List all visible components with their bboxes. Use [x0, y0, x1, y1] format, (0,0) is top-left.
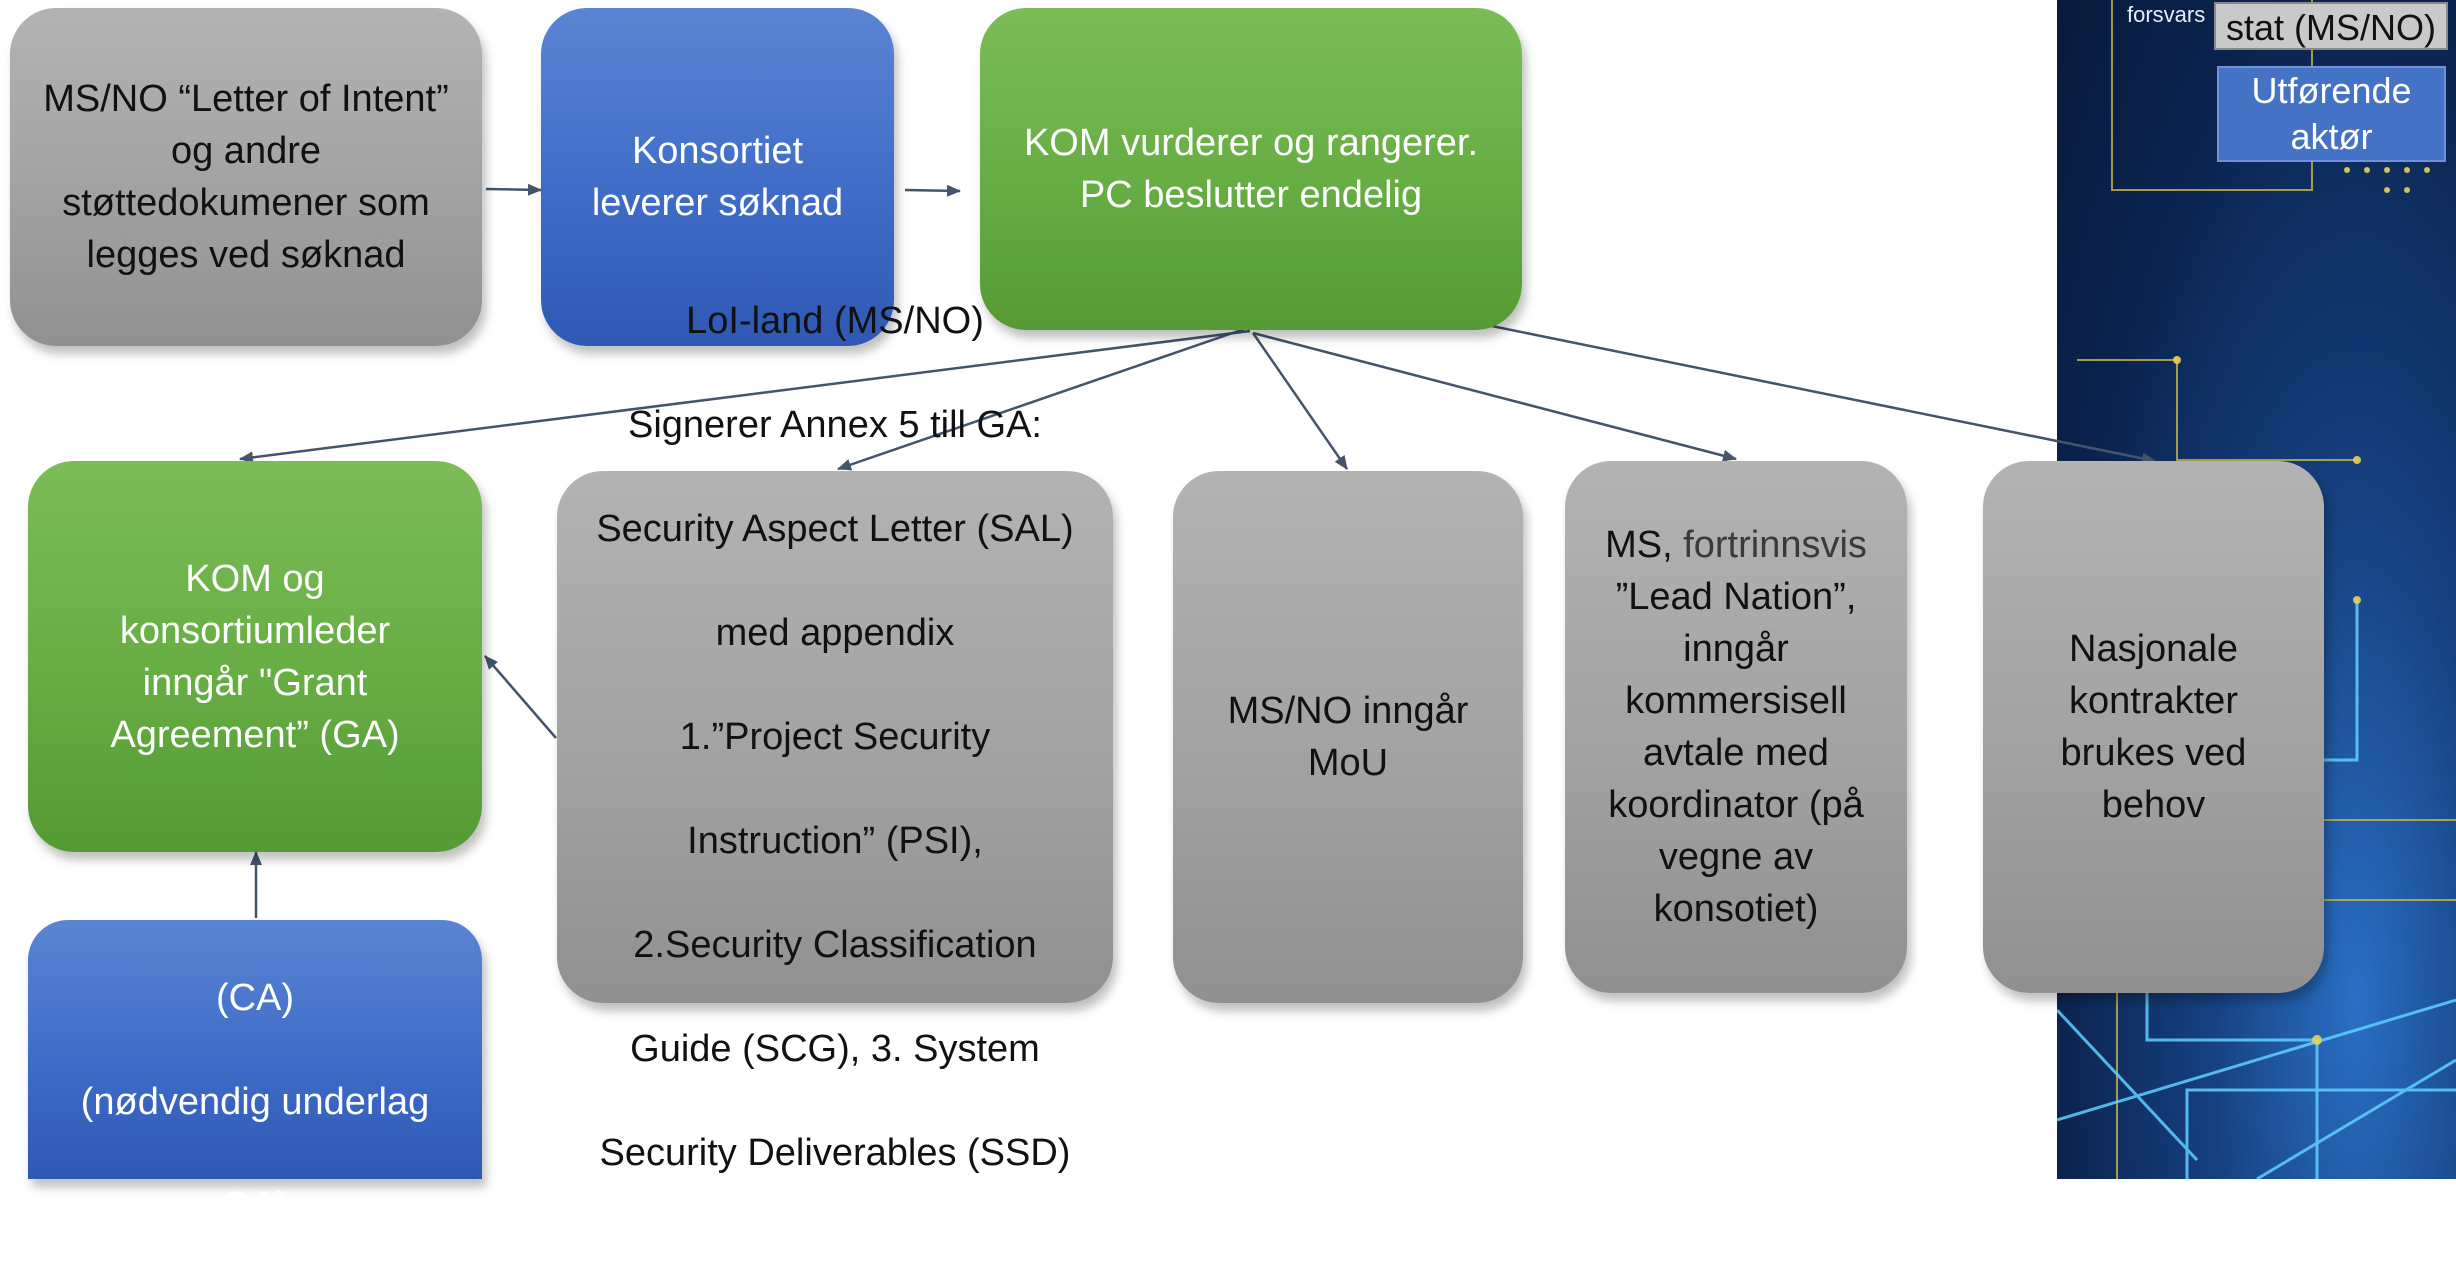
arrow-kom-to-national — [1481, 322, 2156, 465]
mou-text: MS/NO inngår MoU — [1227, 690, 1469, 784]
loi-country-line: 2.Security Classification — [633, 924, 1037, 966]
loi-country-box: LoI-land (MS/NO) Signerer Annex 5 till G… — [557, 300, 1113, 1174]
consortium-agreement-line: (nødvendig underlag — [80, 1080, 430, 1123]
lead-nation-prefix: MS, — [1605, 524, 1684, 566]
consortium-submits-box: Konsortiet leverer søknad — [541, 8, 894, 346]
consortium-agreement-text: Consortium Agreement (CA) (nødvendig und… — [61, 816, 450, 1284]
national-contracts-text: Nasjonale kontrakter brukes ved behov — [2060, 628, 2247, 826]
loi-country-line: Instruction” (PSI), — [687, 820, 983, 862]
national-contracts-box: Nasjonale kontrakter brukes ved behov — [1983, 461, 2324, 993]
arrow-kom-to-mou — [1251, 332, 1349, 470]
kom-evaluates-box: KOM vurderer og rangerer. PC beslutter e… — [980, 8, 1522, 330]
mou-box: MS/NO inngår MoU — [1173, 471, 1523, 1003]
arrow-loi-to-consortium — [485, 183, 542, 196]
loi-country-line: Security Deliverables (SSD) — [599, 1132, 1071, 1174]
arrow-kom-to-lead-nation — [1252, 331, 1737, 462]
kom-evaluates-text: KOM vurderer og rangerer. PC beslutter e… — [1023, 122, 1479, 216]
consortium-agreement-box: Consortium Agreement (CA) (nødvendig und… — [28, 873, 482, 1227]
loi-country-line: 1.”Project Security — [679, 716, 991, 758]
consortium-agreement-line: (CA) — [215, 976, 295, 1019]
loi-country-line: Guide (SCG), 3. System — [630, 1028, 1040, 1070]
loi-documents-box: MS/NO “Letter of Intent” og andre støtte… — [10, 8, 482, 346]
lead-nation-text: MS, fortrinnsvis ”Lead Nation”, inngår k… — [1595, 467, 1877, 987]
arrow-consortium-to-kom — [904, 184, 961, 197]
loi-documents-text: MS/NO “Letter of Intent” og andre støtte… — [43, 78, 449, 276]
legend-partial-label: forsvars — [2127, 2, 2206, 27]
legend-executing-actor-label: Utførende aktør — [2251, 70, 2412, 157]
lead-nation-rest: ”Lead Nation”, inngår kommersisell avtal… — [1608, 576, 1864, 930]
consortium-agreement-line: GA) — [221, 1184, 289, 1227]
loi-country-text: LoI-land (MS/NO) Signerer Annex 5 till G… — [596, 243, 1073, 1231]
grant-agreement-box: KOM og konsortiumleder inngår "Grant Agr… — [28, 461, 482, 852]
consortium-agreement-line: Consortium Agreement — [60, 872, 450, 915]
legend-state: stat (MS/NO) — [2214, 2, 2448, 50]
loi-country-line: LoI-land (MS/NO) — [686, 300, 984, 342]
grant-agreement-text: KOM og konsortiumleder inngår "Grant Agr… — [110, 557, 400, 756]
lead-nation-highlight: fortrinnsvis — [1683, 524, 1867, 566]
arrow-loi-country-to-ga — [484, 655, 557, 739]
lead-nation-box: MS, fortrinnsvis ”Lead Nation”, inngår k… — [1565, 461, 1907, 993]
consortium-submits-text: Konsortiet leverer søknad — [591, 130, 844, 224]
loi-country-line: med appendix — [715, 612, 955, 654]
loi-country-line: Security Aspect Letter (SAL) — [596, 508, 1074, 550]
legend-executing-actor: Utførende aktør — [2217, 66, 2446, 162]
loi-country-line: Signerer Annex 5 till GA: — [627, 404, 1042, 446]
